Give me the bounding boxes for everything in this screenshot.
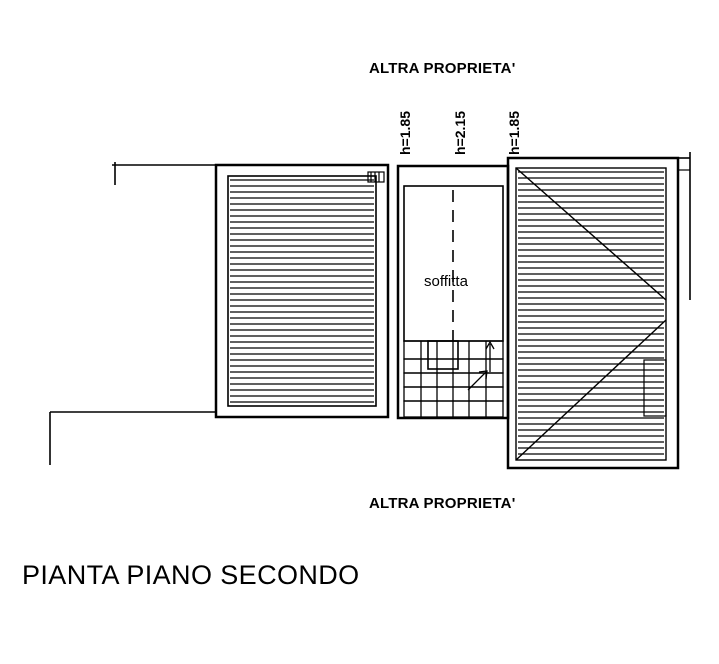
room-label-soffitta: soffitta: [424, 273, 468, 290]
height-label-center: h=2.15: [452, 111, 468, 155]
top-boundary-label: ALTRA PROPRIETA': [369, 60, 516, 77]
plot-boundary-lines: [49, 162, 216, 465]
right-wing: [506, 152, 691, 470]
left-wing: [214, 163, 390, 419]
height-label-left: h=1.85: [397, 111, 413, 155]
bottom-boundary-label: ALTRA PROPRIETA': [369, 495, 516, 512]
center-stair-block: [396, 164, 510, 420]
drawing-title: PIANTA PIANO SECONDO: [22, 560, 360, 590]
height-label-right: h=1.85: [506, 111, 522, 155]
